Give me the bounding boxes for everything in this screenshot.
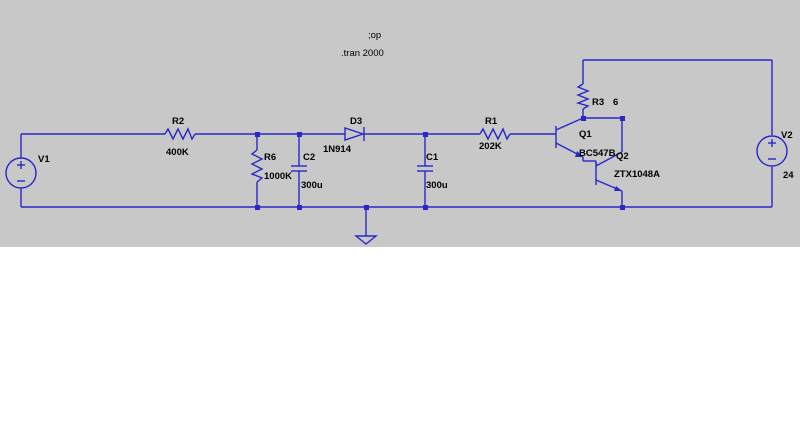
q2-label: Q2 bbox=[616, 151, 629, 162]
c2-label: C2 bbox=[303, 152, 315, 163]
r1-label: R1 bbox=[485, 116, 498, 127]
v2-voltage-source[interactable] bbox=[756, 135, 788, 167]
r3-label: R3 bbox=[592, 97, 604, 108]
r3-value: 6 bbox=[613, 97, 618, 108]
v1-voltage-source[interactable] bbox=[5, 157, 37, 189]
schematic-diagram[interactable]: V1 V2 24 R2 400K R1 202K R6 1000K R3 6 C… bbox=[0, 0, 800, 247]
v2-value: 24 bbox=[783, 170, 794, 181]
r2-value: 400K bbox=[166, 147, 189, 158]
r6-resistor[interactable] bbox=[250, 149, 264, 183]
q2-value: ZTX1048A bbox=[614, 169, 660, 180]
r3-resistor[interactable] bbox=[575, 83, 590, 110]
tran-directive[interactable]: .tran 2000 bbox=[341, 48, 384, 59]
v2-label: V2 bbox=[781, 130, 793, 141]
c1-capacitor[interactable] bbox=[417, 165, 433, 172]
ground-symbol[interactable] bbox=[354, 235, 378, 245]
q1-transistor[interactable] bbox=[555, 117, 584, 158]
op-directive[interactable]: ;op bbox=[368, 30, 381, 41]
d3-value: 1N914 bbox=[323, 144, 352, 155]
q1-value: BC547B bbox=[579, 148, 616, 159]
q1-label: Q1 bbox=[579, 129, 592, 140]
d3-label: D3 bbox=[350, 116, 362, 127]
v1-label: V1 bbox=[38, 154, 50, 165]
c1-label: C1 bbox=[426, 152, 439, 163]
schematic-canvas[interactable] bbox=[0, 0, 800, 247]
r6-label: R6 bbox=[264, 152, 276, 163]
junctions bbox=[255, 116, 625, 210]
q2-transistor[interactable] bbox=[595, 151, 623, 192]
wires bbox=[20, 59, 773, 236]
r2-label: R2 bbox=[172, 116, 184, 127]
r2-resistor[interactable] bbox=[164, 127, 196, 141]
c2-capacitor[interactable] bbox=[291, 165, 307, 172]
c2-value: 300u bbox=[301, 180, 323, 191]
c1-value: 300u bbox=[426, 180, 448, 191]
r1-value: 202K bbox=[479, 141, 502, 152]
d3-diode[interactable] bbox=[344, 127, 368, 141]
r1-resistor[interactable] bbox=[479, 127, 511, 141]
r6-value: 1000K bbox=[264, 171, 292, 182]
